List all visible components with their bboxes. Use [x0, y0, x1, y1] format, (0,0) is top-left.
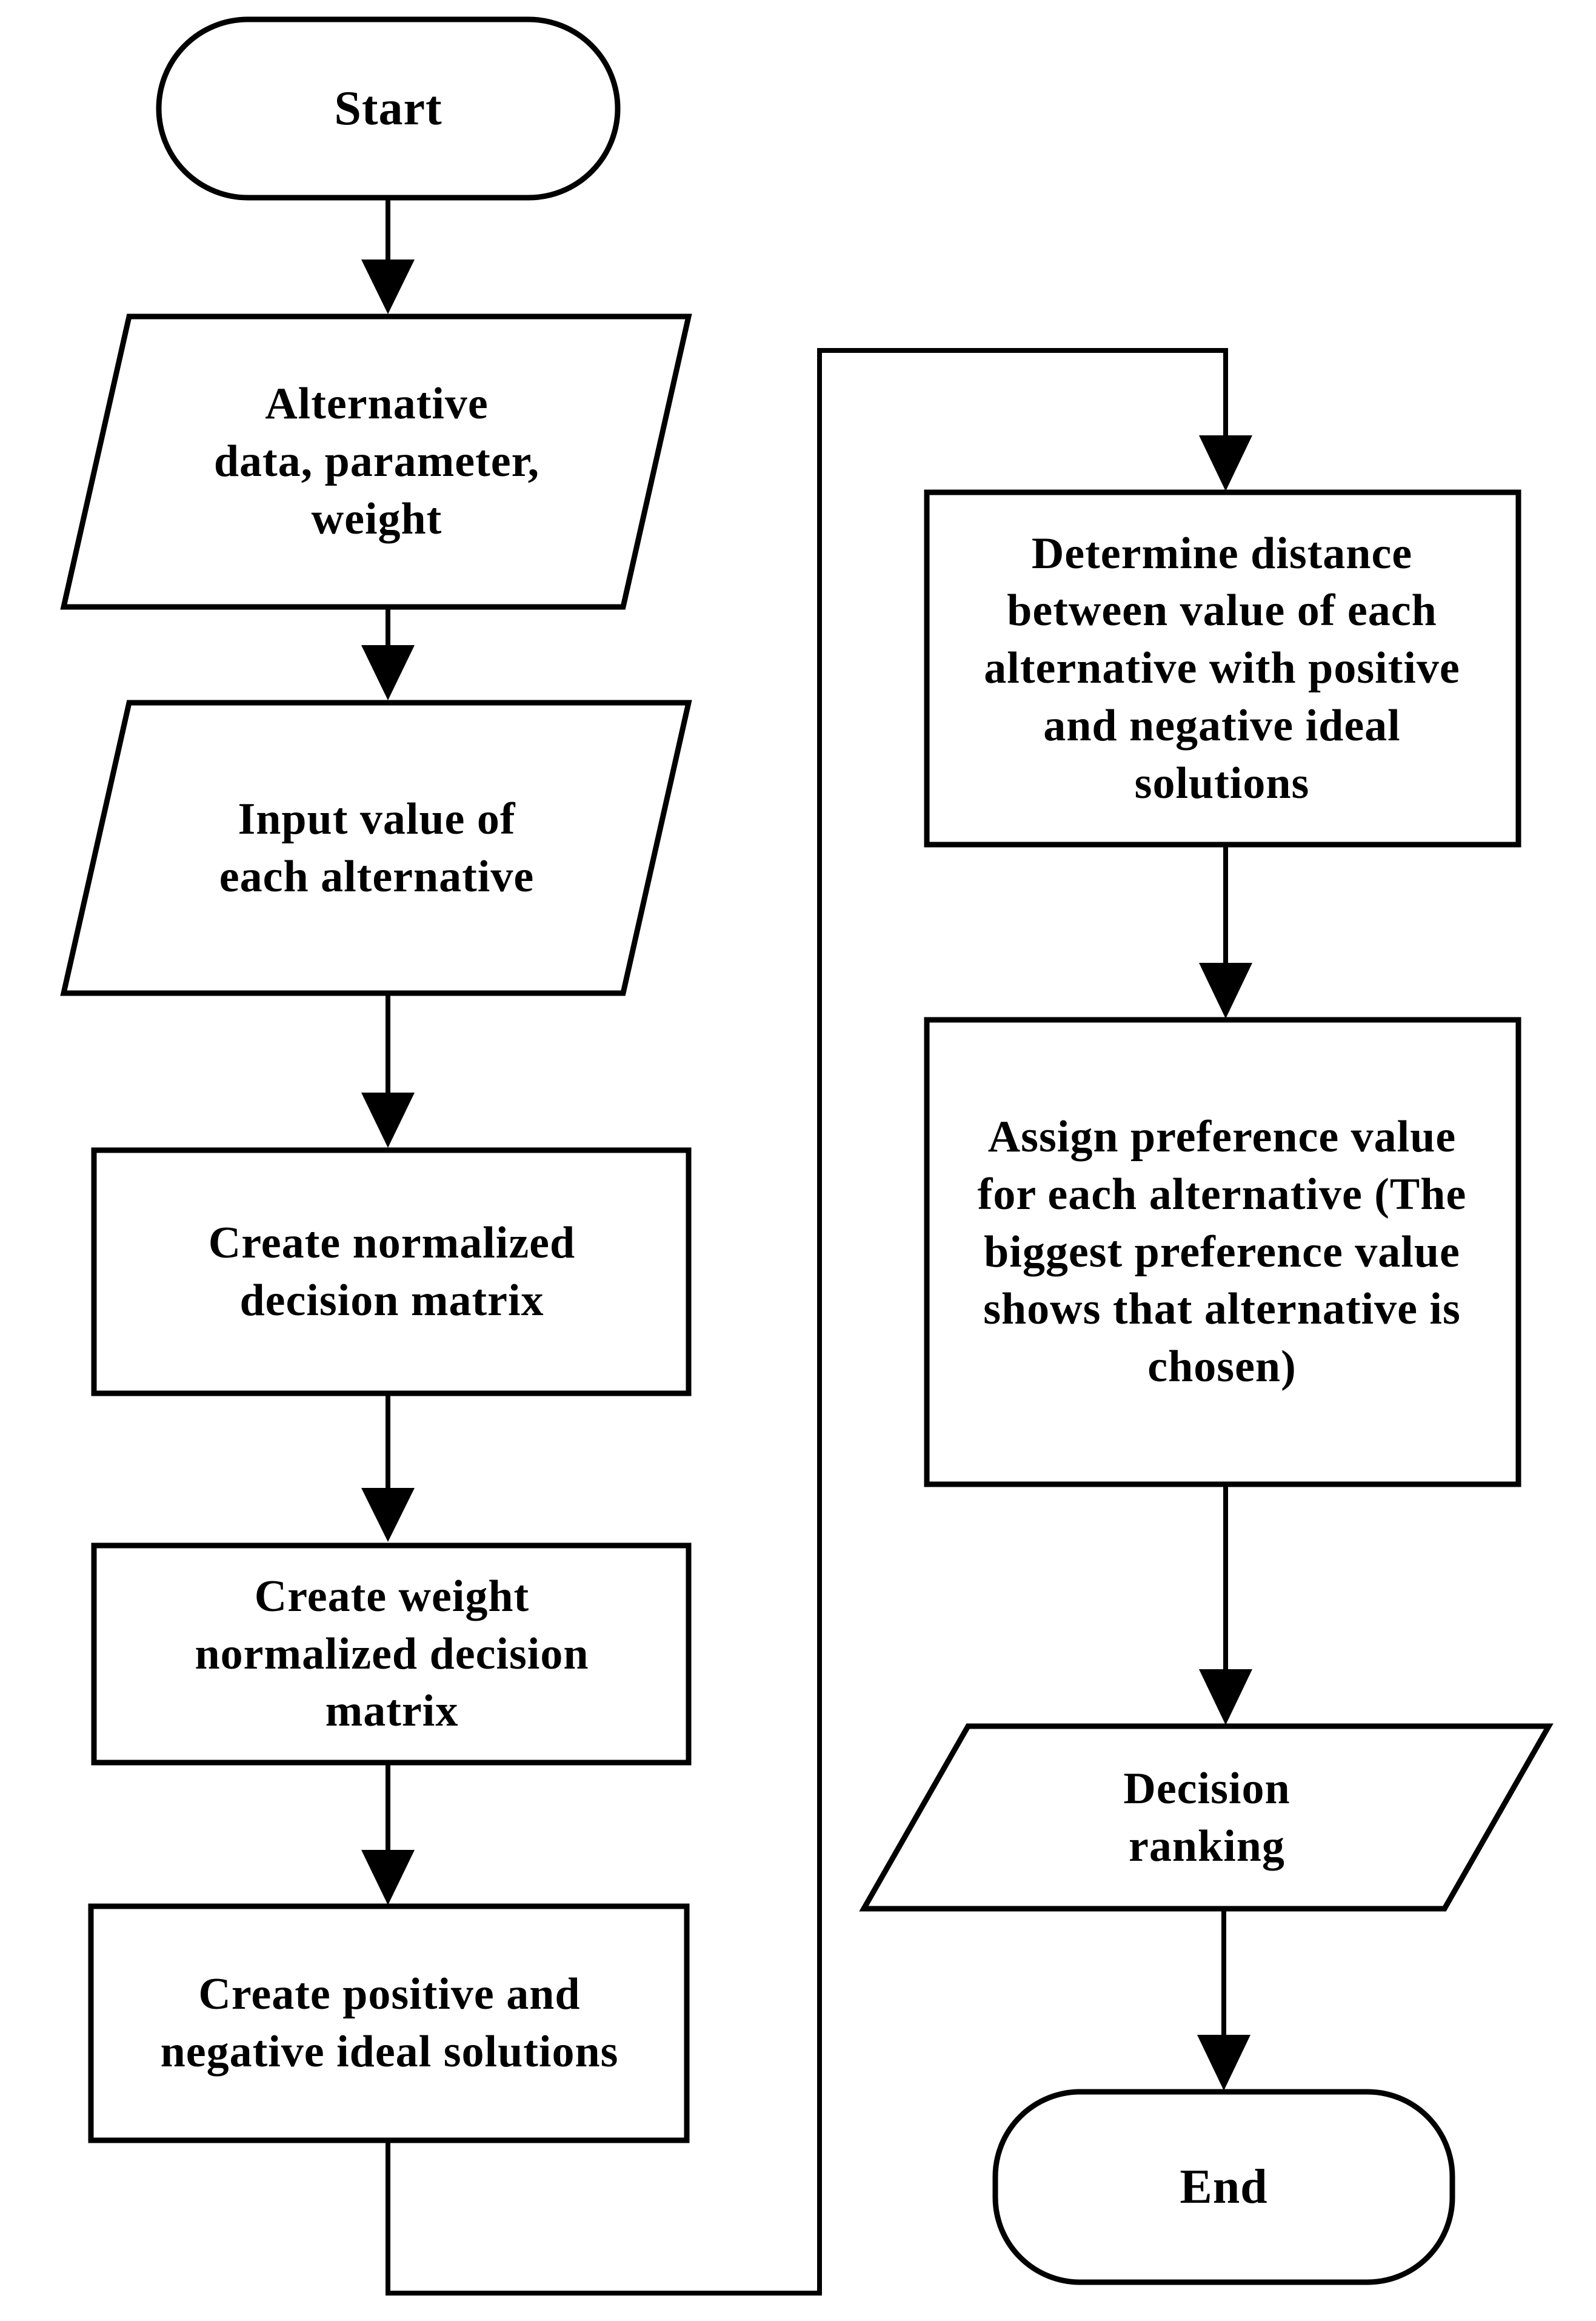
determine-distance-node-label: Determine distance between value of each…	[984, 528, 1460, 808]
assign-preference-node-label: Assign preference value for each alterna…	[977, 1112, 1467, 1392]
alternative-data-node-label: Alternative data, parameter, weight	[213, 379, 540, 544]
end-terminator-shape	[992, 2089, 1455, 2285]
arrowhead-determine-distance-to-assign-preference	[1199, 963, 1252, 1019]
end-node-label: End	[1180, 2160, 1268, 2214]
arrowhead-decision-ranking-to-end	[1197, 2035, 1250, 2091]
create-normalized-process-shape	[91, 1147, 692, 1396]
start-terminator-shape	[156, 16, 621, 201]
arrowhead-alternative-data-to-input-value	[361, 645, 415, 700]
assign-preference-process-shape	[924, 1017, 1521, 1487]
arrowhead-create-normalized-to-weight-normalized	[361, 1488, 415, 1542]
start-node-label: Start	[334, 81, 442, 135]
alternative-data-parallelogram-shape	[60, 313, 692, 610]
arrowhead-weight-normalized-to-ideal-solutions	[361, 1850, 415, 1905]
edge-ideal-solutions-to-determine-distance	[386, 348, 1228, 2296]
arrowhead-start-to-alternative-data	[361, 260, 415, 314]
decision-ranking-parallelogram-shape	[859, 1723, 1554, 1912]
arrowhead-assign-preference-to-decision-ranking	[1199, 1669, 1252, 1725]
arrowhead-ideal-solutions-to-determine-distance	[1199, 435, 1252, 491]
create-normalized-node-label: Create normalized decision matrix	[208, 1217, 576, 1325]
create-weight-normalized-node-label: Create weight normalized decision matrix	[195, 1571, 589, 1737]
create-ideal-solutions-process-shape	[88, 1903, 690, 2143]
arrowhead-input-value-to-create-normalized	[361, 1093, 415, 1148]
input-value-node-label: Input value of each alternative	[219, 794, 535, 902]
create-weight-normalized-process-shape	[91, 1542, 692, 1766]
determine-distance-process-shape	[924, 489, 1521, 848]
create-ideal-solutions-node-label: Create positive and negative ideal solut…	[160, 1969, 619, 2077]
decision-ranking-node-label: Decision ranking	[1123, 1763, 1290, 1871]
input-value-parallelogram-shape	[60, 700, 692, 996]
